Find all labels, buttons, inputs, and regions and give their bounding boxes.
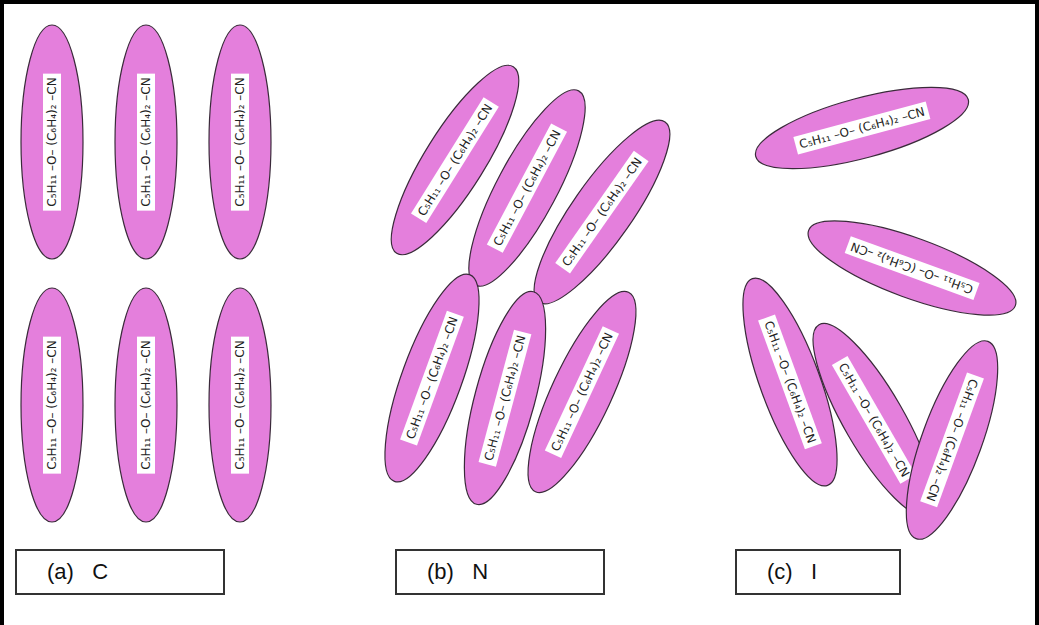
molecule-formula: C₅H₁₁ –O– (C₆H₄)₂ –CN xyxy=(43,73,61,210)
molecule-ellipse xyxy=(209,25,271,259)
molecule-ellipse-node: C₅H₁₁ –O– (C₆H₄)₂ –CN xyxy=(114,287,178,523)
molecule-formula: C₅H₁₁ –O– (C₆H₄)₂ –CN xyxy=(231,336,249,473)
molecule-ellipse-node: C₅H₁₁ –O– (C₆H₄)₂ –CN xyxy=(208,24,272,260)
molecule-formula: C₅H₁₁ –O– (C₆H₄)₂ –CN xyxy=(43,336,61,473)
phase-label: (c) I xyxy=(737,559,817,585)
molecule-ellipse xyxy=(209,288,271,522)
phase-label-box: (a) C xyxy=(15,549,225,595)
molecule-formula: C₅H₁₁ –O– (C₆H₄)₂ –CN xyxy=(231,73,249,210)
molecule-ellipse xyxy=(21,288,83,522)
molecule-ellipse xyxy=(514,105,689,320)
molecule-ellipse xyxy=(508,280,655,505)
molecule-ellipse-node: C₅H₁₁ –O– (C₆H₄)₂ –CN xyxy=(114,24,178,260)
molecule-ellipse xyxy=(115,288,177,522)
molecule-ellipse-node: C₅H₁₁ –O– (C₆H₄)₂ –CN xyxy=(208,287,272,523)
molecule-ellipse xyxy=(888,331,1016,549)
molecule-ellipse-node: C₅H₁₁ –O– (C₆H₄)₂ –CN xyxy=(747,69,977,186)
phase-label: (b) N xyxy=(397,559,488,585)
molecule-ellipse xyxy=(748,71,976,186)
molecule-formula: C₅H₁₁ –O– (C₆H₄)₂ –CN xyxy=(137,336,155,473)
molecule-ellipse-node: C₅H₁₁ –O– (C₆H₄)₂ –CN xyxy=(20,287,84,523)
molecule-ellipse xyxy=(798,202,1025,334)
phase-label: (a) C xyxy=(17,559,108,585)
molecule-ellipse-node: C₅H₁₁ –O– (C₆H₄)₂ –CN xyxy=(20,24,84,260)
molecule-ellipse xyxy=(115,25,177,259)
phase-label-box: (c) I xyxy=(735,549,901,595)
molecule-ellipse-node: C₅H₁₁ –O– (C₆H₄)₂ –CN xyxy=(797,201,1027,335)
molecule-formula: C₅H₁₁ –O– (C₆H₄)₂ –CN xyxy=(137,73,155,210)
molecule-ellipse xyxy=(21,25,83,259)
phase-label-box: (b) N xyxy=(395,549,605,595)
